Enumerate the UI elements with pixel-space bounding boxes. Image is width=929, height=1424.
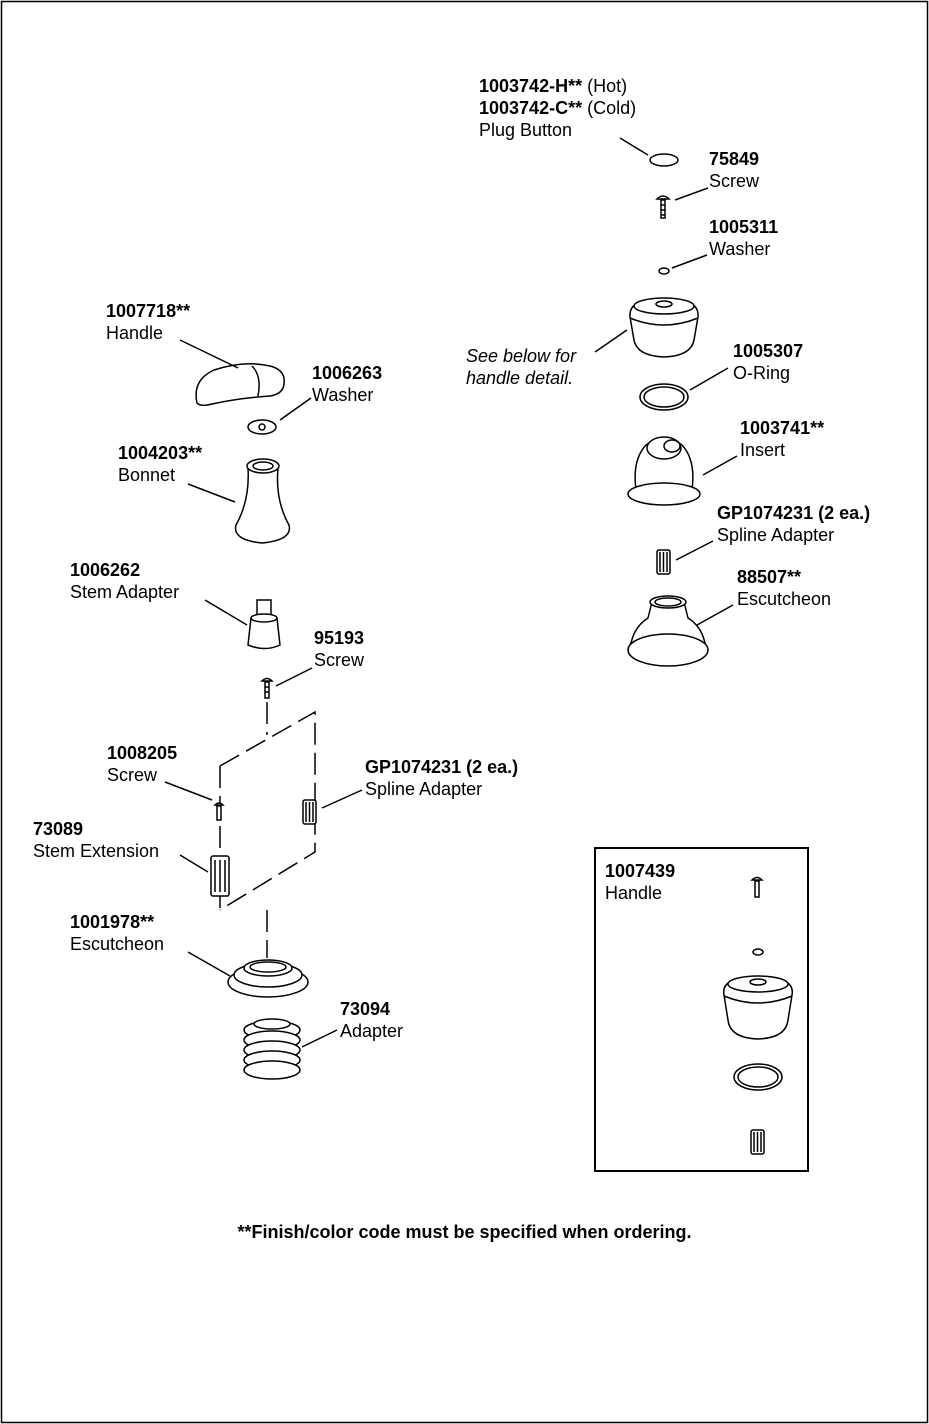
detail-oring-part — [733, 1063, 783, 1091]
alignment-dashed-lines — [219, 702, 316, 958]
handle-knob-part — [629, 297, 699, 358]
leader-oring — [689, 367, 729, 391]
screw-95193-part — [260, 677, 274, 699]
plug-button-part — [649, 153, 679, 167]
detail-knob-part — [722, 975, 794, 1040]
leader-escutcheon-left — [187, 951, 231, 977]
spline-adapter-right-part — [656, 549, 671, 575]
label-escutcheon-left: 1001978**Escutcheon — [70, 912, 165, 954]
detail-screw-part — [750, 876, 764, 898]
label-handle-lever: 1007718**Handle — [106, 301, 191, 343]
escutcheon-right-part — [627, 595, 709, 667]
oring-part — [639, 383, 689, 411]
stem-adapter-part — [247, 599, 281, 650]
leader-washer-1005311 — [671, 254, 708, 269]
handle-detail-box — [594, 847, 809, 1172]
label-escutcheon-right: 88507**Escutcheon — [737, 567, 832, 609]
leader-stem-adapter — [204, 599, 248, 626]
leader-washer-1006263 — [279, 397, 312, 421]
leader-screw-75849 — [674, 187, 709, 201]
washer-1005311-part — [658, 267, 670, 275]
label-spline-right: GP1074231 (2 ea.)Spline Adapter — [717, 503, 871, 545]
finish-code-note: **Finish/color code must be specified wh… — [237, 1222, 692, 1242]
insert-part — [627, 436, 701, 506]
leader-insert — [702, 455, 738, 476]
handle-lever-part — [195, 363, 285, 407]
escutcheon-left-part — [227, 959, 309, 998]
leader-screw-95193 — [275, 667, 313, 687]
leader-escutcheon-right — [696, 604, 734, 626]
leader-see-below — [594, 329, 628, 353]
leader-plug-button — [619, 137, 649, 156]
screw-75849-part — [655, 195, 671, 219]
label-plug-button: 1003742-H** (Hot) 1003742-C** (Cold) Plu… — [479, 76, 637, 140]
bonnet-part — [234, 458, 291, 544]
label-insert: 1003741**Insert — [740, 418, 825, 460]
leader-adapter — [301, 1029, 338, 1048]
label-spline-left: GP1074231 (2 ea.)Spline Adapter — [365, 757, 519, 799]
detail-spline-part — [750, 1129, 765, 1155]
leader-stem-extension — [179, 854, 209, 873]
detail-washer-part — [752, 948, 764, 956]
label-bonnet: 1004203**Bonnet — [118, 443, 203, 485]
washer-1006263-part — [247, 419, 277, 435]
leader-handle-lever — [179, 339, 239, 369]
screw-1008205-part — [213, 802, 225, 821]
stem-extension-part — [210, 855, 230, 897]
spline-adapter-left-part — [302, 799, 317, 825]
leader-bonnet — [187, 483, 236, 503]
adapter-73094-part — [243, 1018, 301, 1080]
leader-spline-right — [675, 540, 714, 561]
leader-screw-1008205 — [164, 781, 213, 801]
leader-spline-left — [321, 789, 363, 809]
